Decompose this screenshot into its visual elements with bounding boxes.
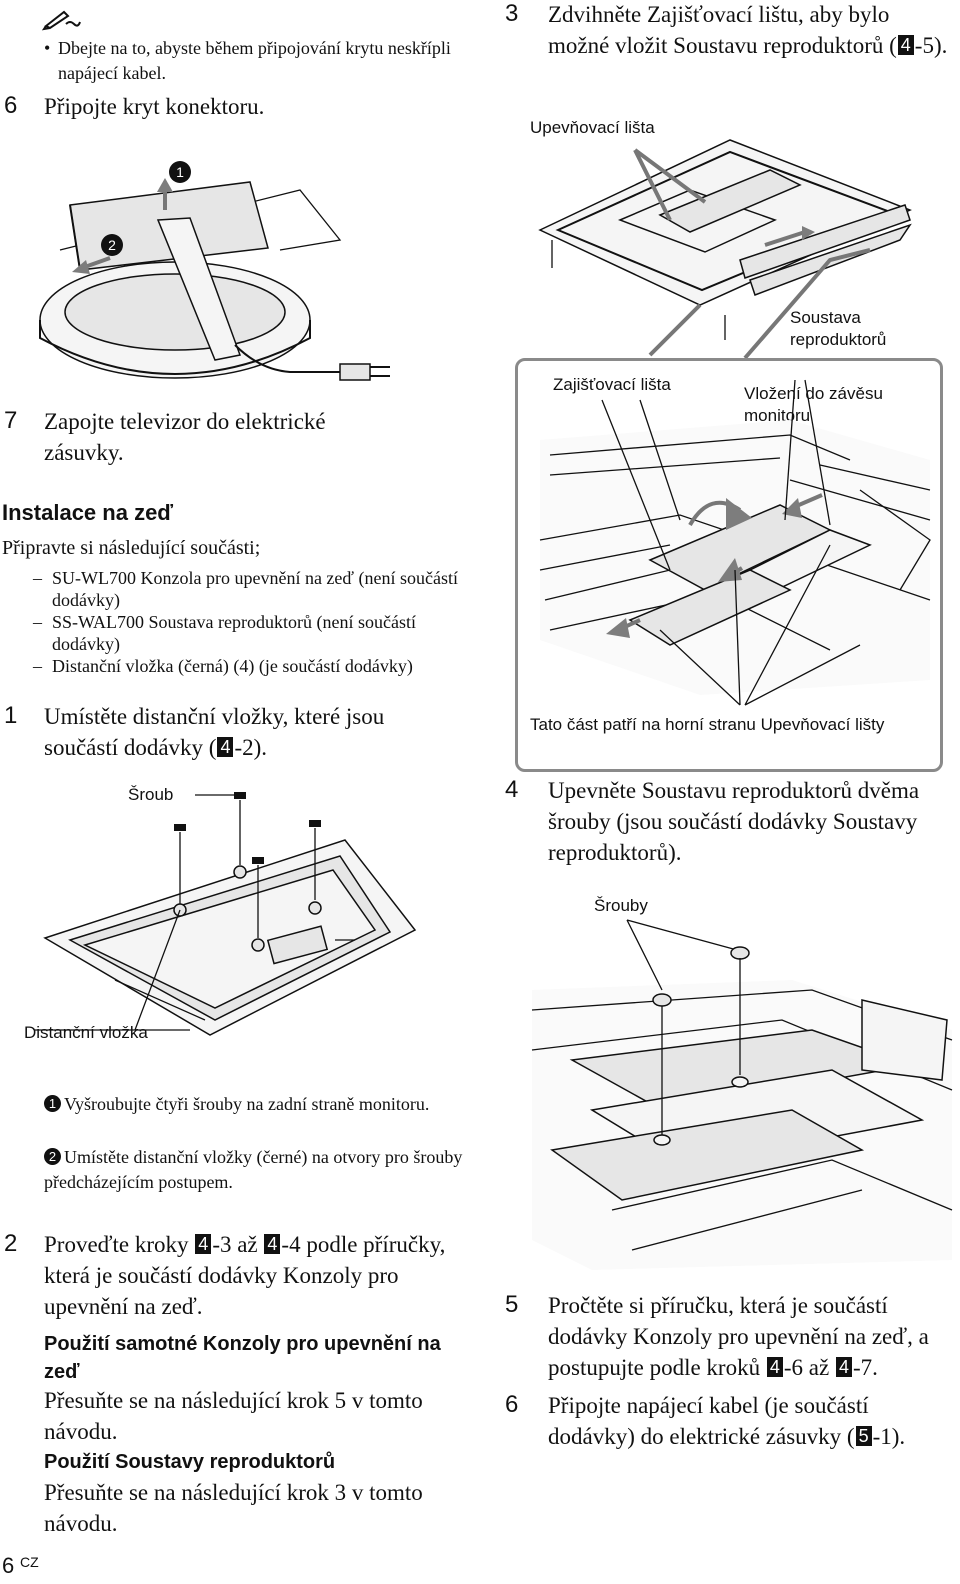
monitor-rail-illustration <box>538 139 912 360</box>
step-2-text: Proveďte kroky 4-3 až 4-4 podle příručky… <box>44 1232 446 1319</box>
detail-caption: Tato část patří na horní stranu Upevňova… <box>530 715 885 734</box>
step-2-number: 2 <box>4 1230 18 1257</box>
step-6b-number: 6 <box>505 1391 519 1418</box>
step-5-text: Pročtěte si příručku, která je součástí … <box>548 1293 929 1380</box>
connector-cover-illustration: 1 2 <box>39 161 390 381</box>
page-number: 6 <box>2 1553 15 1578</box>
list-item: Distanční vložka (černá) (4) (je součást… <box>0 655 460 677</box>
figure-ref-badge: 4 <box>766 1357 783 1377</box>
figure-marker: 2 <box>108 237 116 253</box>
step-1-number: 1 <box>4 702 18 729</box>
subheading: Použití Soustavy reproduktorů <box>44 1451 336 1473</box>
list-item: SS-WAL700 Soustava reproduktorů (není so… <box>0 611 460 655</box>
figure-marker: 1 <box>176 164 184 180</box>
step-4-number: 4 <box>505 776 519 803</box>
label-spacer: Distanční vložka <box>24 1023 148 1042</box>
monitor-back-illustration <box>35 792 417 1036</box>
step-1-text: Umístěte distanční vložky, které jsou so… <box>44 704 385 760</box>
subheading: Použití samotné Konzoly pro upevnění na … <box>44 1333 441 1383</box>
pencil-icon <box>41 10 81 31</box>
step-7-number: 7 <box>4 407 18 434</box>
prep-list: SU-WL700 Konzola pro upevnění na zeď (ne… <box>0 567 460 677</box>
substep-marker: 2 <box>44 1148 61 1165</box>
label-speaker-system: Soustava reproduktorů <box>790 308 887 349</box>
figure-ref-badge: 4 <box>835 1357 852 1377</box>
step-7-text: Zapojte televizor do elektrické zásuvky. <box>44 409 326 465</box>
step-6-number: 6 <box>4 92 18 119</box>
prep-text: Připravte si následující součásti; <box>2 537 261 559</box>
locking-rail-illustration <box>539 379 931 706</box>
figure-ref-badge: 4 <box>217 737 234 757</box>
label-locking-rail: Zajišťovací lišta <box>553 375 671 394</box>
label-mounting-rail: Upevňovací lišta <box>530 118 655 137</box>
figure-ref-badge: 4 <box>264 1234 281 1254</box>
step-4-text: Upevněte Soustavu reproduktorů dvěma šro… <box>548 778 920 865</box>
figure-ref-badge: 4 <box>897 35 914 55</box>
speaker-screws-illustration <box>531 919 953 1270</box>
language-code: CZ <box>20 1554 39 1570</box>
substep-marker: 1 <box>44 1095 61 1112</box>
step-3-text: Zdvihněte Zajišťovací lištu, aby bylo mo… <box>548 2 948 58</box>
note-bullet: • Dbejte na to, abyste během připojování… <box>44 38 451 83</box>
figure-ref-badge: 4 <box>195 1234 212 1254</box>
label-screws: Šrouby <box>594 896 648 915</box>
label-screw: Šroub <box>128 785 174 804</box>
step-5-number: 5 <box>505 1291 519 1318</box>
step-6b-text: Připojte napájecí kabel (je součástí dod… <box>548 1393 906 1449</box>
step-3-number: 3 <box>505 0 519 27</box>
figure-ref-badge: 5 <box>855 1426 872 1446</box>
label-insert-hinge: Vložení do závěsu monitoru <box>744 384 883 425</box>
list-item: SU-WL700 Konzola pro upevnění na zeď (ne… <box>0 567 460 611</box>
subheading-text: Přesuňte se na následující krok 3 v tomt… <box>44 1480 423 1536</box>
subheading-text: Přesuňte se na následující krok 5 v tomt… <box>44 1388 423 1444</box>
section-title: Instalace na zeď <box>2 500 174 525</box>
step-6-text: Připojte kryt konektoru. <box>44 94 265 119</box>
